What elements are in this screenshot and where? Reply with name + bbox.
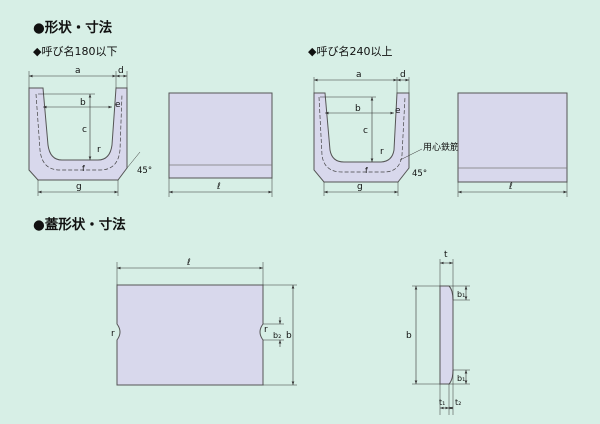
label-angle-large: 45° xyxy=(412,169,427,179)
lid-section-body xyxy=(439,285,454,385)
label-l-side-large: ℓ xyxy=(508,182,513,192)
lid-plan: ℓ r r b₂ b xyxy=(111,258,297,386)
label-r-lid-right: r xyxy=(264,325,268,335)
channel-section-large-rebar xyxy=(318,96,406,173)
label-r-lid-left: r xyxy=(111,329,115,339)
label-b-large: b xyxy=(355,104,361,114)
lid-plan-body xyxy=(116,284,264,386)
subheading-large: ◆呼び名240以上 xyxy=(308,45,393,58)
channel-side-large: ℓ xyxy=(457,92,568,197)
label-b1-bottom: b₁ xyxy=(457,374,465,383)
label-l-lid: ℓ xyxy=(186,258,191,268)
label-t1: t₁ xyxy=(439,398,445,407)
label-b1-top: b₁ xyxy=(457,290,465,299)
label-t2: t₂ xyxy=(455,398,461,407)
label-a-small: a xyxy=(75,66,81,76)
heading-lid-dimensions: ●蓋形状・寸法 xyxy=(33,217,126,233)
lid-section: t b₁ b₁ b t₁ t₂ xyxy=(406,250,470,415)
label-b-lid: b xyxy=(286,331,292,341)
label-e-large: e xyxy=(395,106,401,116)
label-g-small: g xyxy=(76,182,82,192)
label-f-small: f xyxy=(82,164,85,173)
subheading-small: ◆呼び名180以下 xyxy=(33,45,118,58)
label-rebar: 用心鉄筋 xyxy=(423,141,459,153)
label-f-large: f xyxy=(365,166,368,175)
label-c-large: c xyxy=(363,126,368,136)
label-g-large: g xyxy=(357,182,363,192)
label-b-small: b xyxy=(80,98,86,108)
label-l-side-small: ℓ xyxy=(216,182,221,192)
label-angle-small: 45° xyxy=(137,166,152,176)
label-e-small: e xyxy=(115,100,121,110)
label-d-small: d xyxy=(118,66,124,76)
channel-side-small: ℓ xyxy=(168,92,273,197)
label-a-large: a xyxy=(356,70,362,80)
channel-section-small: a d b e c f r 45° g xyxy=(28,66,152,196)
heading-shape-dimensions: ●形状・寸法 xyxy=(33,20,113,36)
channel-section-large: a d b e c f r 用心鉄筋 45° g xyxy=(313,70,459,196)
label-r-large: r xyxy=(380,147,384,157)
label-r-small: r xyxy=(97,145,101,155)
label-b2: b₂ xyxy=(273,331,281,340)
channel-section-small-rebar xyxy=(35,93,123,171)
label-t: t xyxy=(444,250,448,260)
label-b-section: b xyxy=(406,331,412,341)
channel-side-large-body xyxy=(457,92,568,183)
label-c-small: c xyxy=(82,125,87,135)
channel-side-small-body xyxy=(168,92,273,179)
label-d-large: d xyxy=(400,70,406,80)
